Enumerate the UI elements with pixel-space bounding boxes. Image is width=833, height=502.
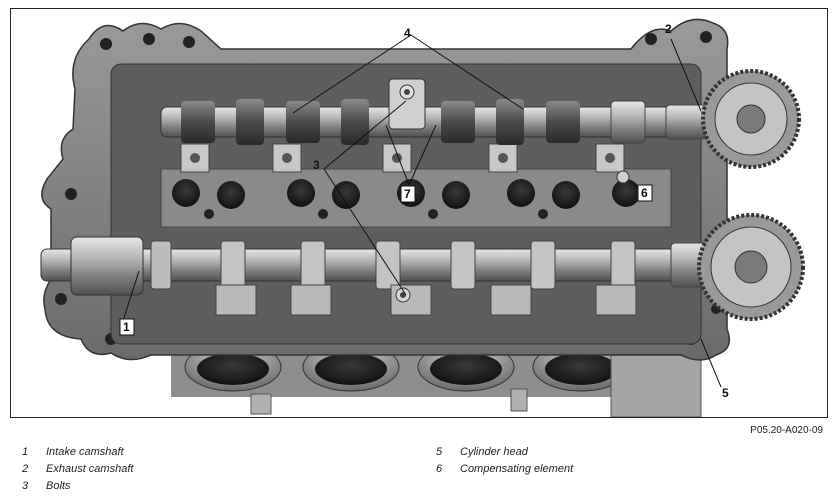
compensating-element	[616, 170, 630, 184]
engine-illustration-frame: 1 2 3 4 5 6 7	[10, 8, 828, 418]
bearing-caps-lower	[215, 284, 637, 316]
callout-2: 2	[665, 22, 672, 36]
intake-camshaft-gear	[697, 213, 805, 321]
callout-6: 6	[637, 184, 653, 202]
port-row	[160, 168, 672, 228]
bearing-bracket-bolt	[388, 78, 426, 130]
callout-1: 1	[119, 318, 135, 336]
exhaust-camshaft-gear	[701, 69, 801, 169]
callout-3: 3	[313, 158, 320, 172]
callout-7: 7	[400, 185, 416, 203]
figure-code: P05.20-A020-09	[750, 425, 823, 436]
exhaust-camshaft	[160, 99, 712, 145]
callout-4: 4	[404, 26, 411, 40]
bearing-caps-upper	[180, 143, 625, 173]
svg-text:7: 7	[404, 187, 411, 201]
callout-5: 5	[722, 386, 729, 400]
svg-text:6: 6	[641, 186, 648, 200]
leader-lines	[122, 34, 722, 388]
cylinder-head-drawing: 1 2 3 4 5 6 7	[40, 18, 805, 417]
camshaft-gears	[697, 69, 805, 321]
svg-text:1: 1	[123, 320, 130, 334]
